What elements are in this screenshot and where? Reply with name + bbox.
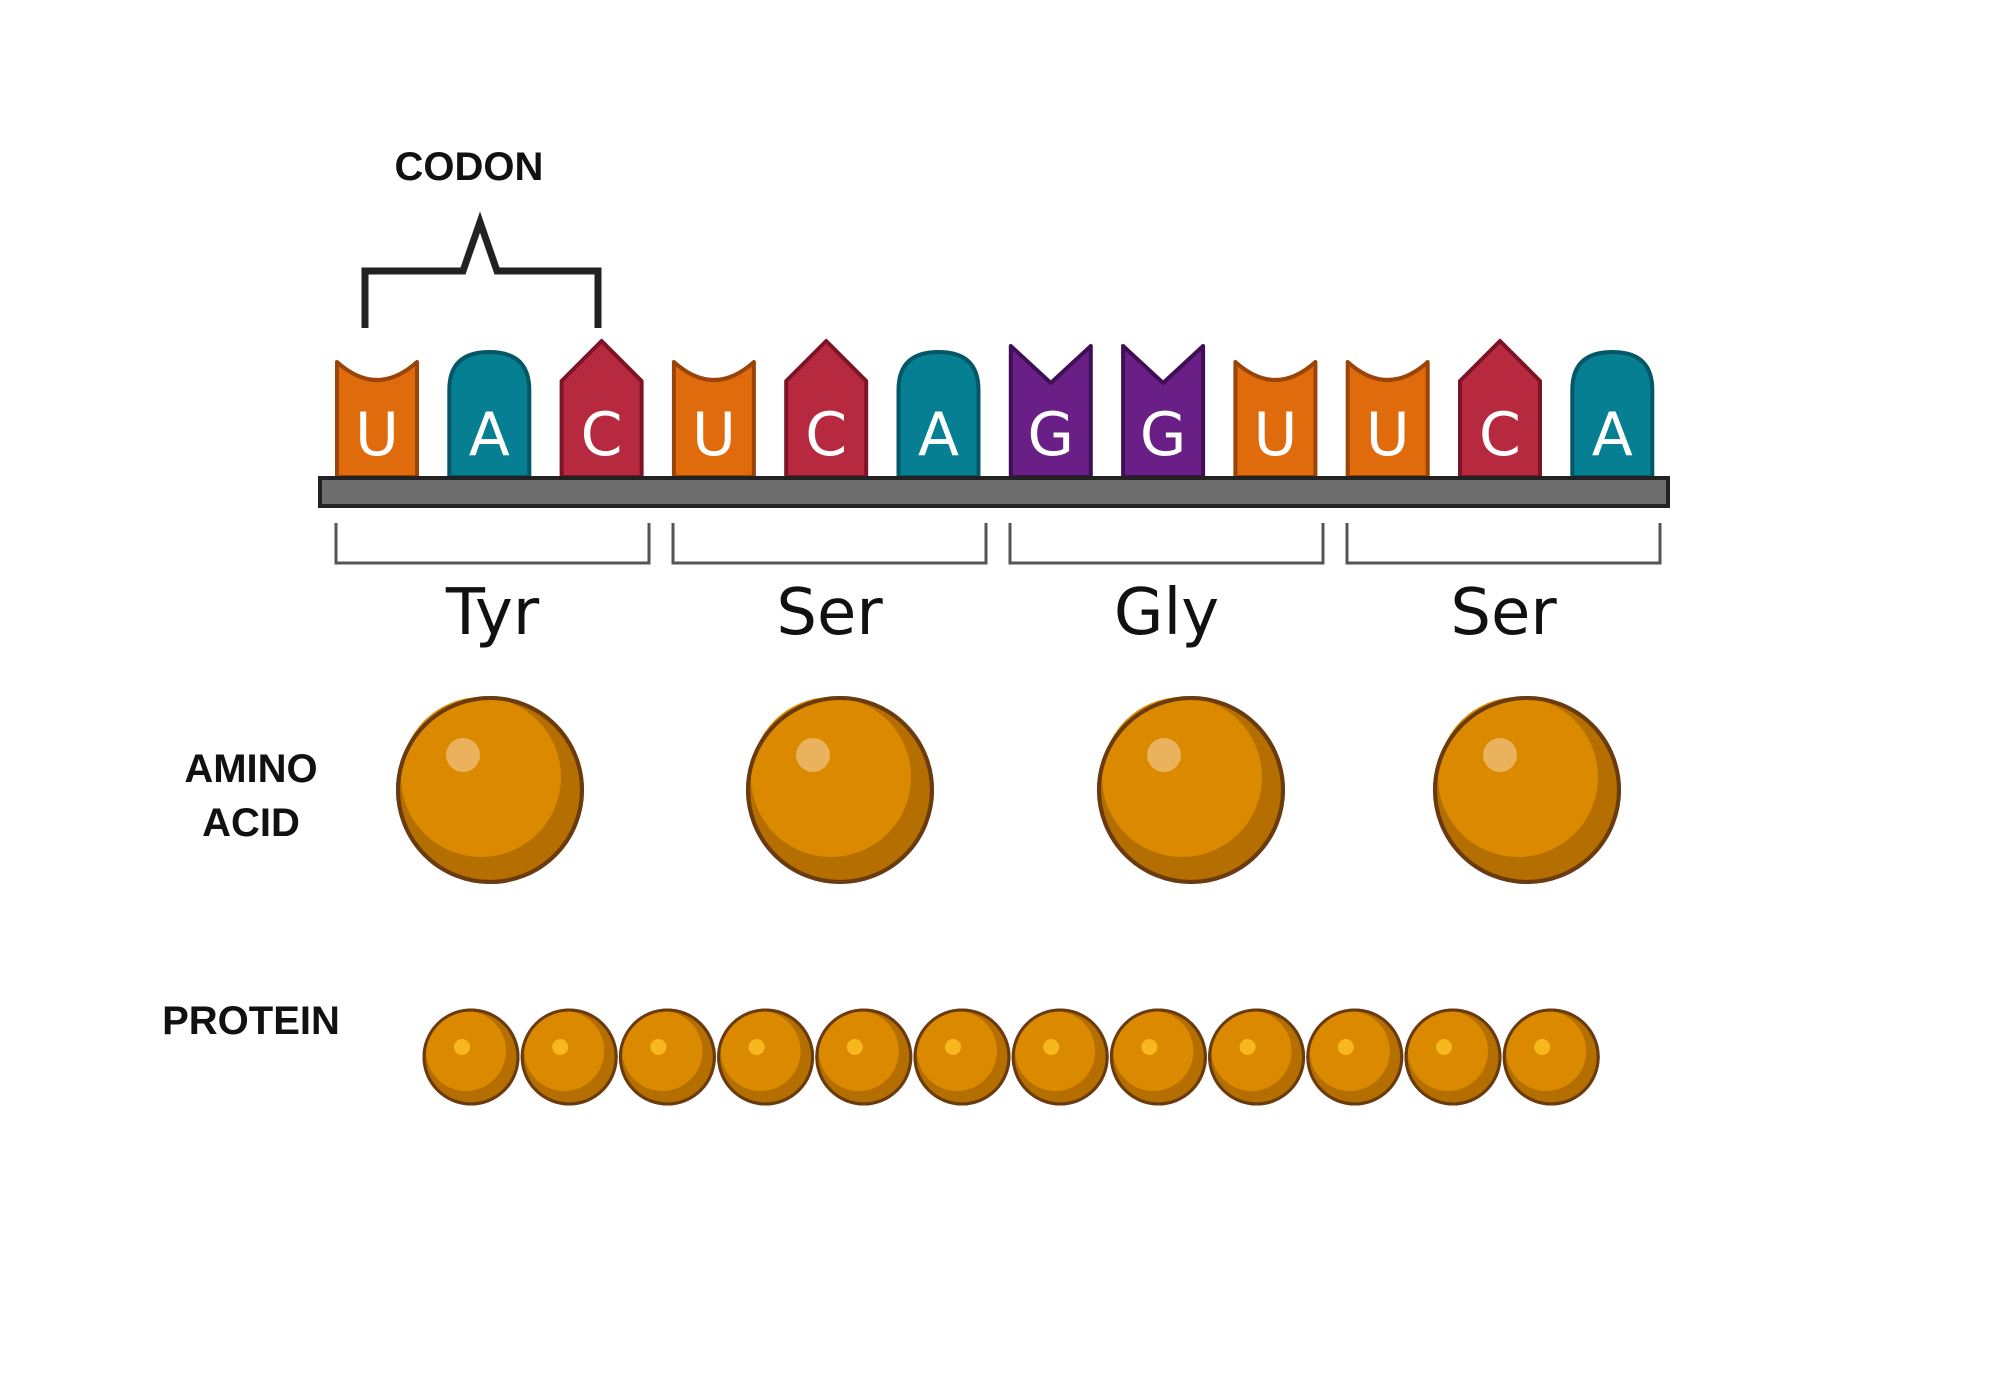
nucleotide-C-3: C — [559, 339, 644, 479]
nucleotide-letter: U — [1253, 400, 1297, 470]
nucleotide-G-8: G — [1121, 344, 1206, 479]
protein-bead-12 — [1502, 1008, 1600, 1106]
nucleotide-A-6: A — [896, 350, 981, 479]
nucleotide-letter: G — [1028, 400, 1075, 470]
protein-bead-10 — [1306, 1008, 1404, 1106]
protein-bead-11 — [1404, 1008, 1502, 1106]
nucleotide-A-12: A — [1570, 350, 1655, 479]
nucleotide-U-9: U — [1233, 360, 1318, 479]
nucleotide-letter: U — [692, 400, 736, 470]
nucleotide-C-5: C — [784, 339, 869, 479]
protein-chain — [422, 1008, 1600, 1106]
amino-acid-name: Tyr — [445, 576, 540, 650]
amino-acid-sphere-1 — [396, 696, 584, 884]
codon-bracket — [361, 211, 602, 328]
nucleotide-letter: A — [918, 400, 959, 470]
nucleotide-letter: U — [1366, 400, 1410, 470]
protein-bead-7 — [1011, 1008, 1109, 1106]
mrna-backbone — [318, 476, 1670, 508]
nucleotide-shape — [1570, 350, 1655, 479]
amino-acid-sphere-3 — [1097, 696, 1285, 884]
amino-acid-sphere-2 — [746, 696, 934, 884]
codon-bracket-4 — [1345, 523, 1662, 565]
protein-bead-9 — [1208, 1008, 1306, 1106]
nucleotide-letter: C — [1479, 400, 1521, 470]
amino-acid-name: Ser — [776, 576, 883, 650]
amino-acid-label-line2: ACID — [202, 801, 300, 845]
nucleotide-U-10: U — [1345, 360, 1430, 479]
codon-4: Ser — [1345, 523, 1662, 884]
amino-acid-name: Gly — [1114, 576, 1219, 650]
nucleotide-letter: C — [805, 400, 847, 470]
nucleotide-letter: A — [469, 400, 510, 470]
codon-bracket-1 — [334, 523, 651, 565]
nucleotide-shape — [896, 350, 981, 479]
nucleotide-A-2: A — [447, 350, 532, 479]
codon-label: CODON — [395, 145, 544, 189]
codon-bracket-2 — [671, 523, 988, 565]
protein-bead-2 — [520, 1008, 618, 1106]
protein-bead-5 — [815, 1008, 913, 1106]
nucleotide-letter: C — [581, 400, 623, 470]
nucleotide-U-1: U — [335, 360, 419, 479]
codon-3: Gly — [1008, 523, 1325, 884]
nucleotide-G-7: G — [1008, 344, 1093, 479]
nucleotide-letter: G — [1140, 400, 1187, 470]
protein-bead-1 — [422, 1008, 520, 1106]
nucleotide-shape — [1233, 360, 1318, 479]
codon-bracket-3 — [1008, 523, 1325, 565]
amino-acid-sphere-4 — [1433, 696, 1621, 884]
nucleotide-shape — [447, 350, 532, 479]
nucleotide-shape — [335, 360, 419, 479]
codon-2: Ser — [671, 523, 988, 884]
codon-1: Tyr — [334, 523, 651, 884]
protein-bead-4 — [717, 1008, 815, 1106]
protein-bead-8 — [1109, 1008, 1207, 1106]
nucleotide-shape — [1345, 360, 1430, 479]
amino-acid-name: Ser — [1450, 576, 1557, 650]
protein-bead-6 — [913, 1008, 1011, 1106]
protein-label: PROTEIN — [162, 999, 340, 1043]
amino-acid-label-line1: AMINO — [184, 747, 317, 791]
nucleotide-C-11: C — [1458, 339, 1542, 479]
codon-groups: Tyr Ser Gly Ser — [334, 523, 1662, 884]
nucleotide-letter: A — [1592, 400, 1633, 470]
nucleotide-shape — [671, 360, 756, 479]
nucleotide-letter: U — [355, 400, 399, 470]
protein-bead-3 — [618, 1008, 716, 1106]
nucleotide-U-4: U — [671, 360, 756, 479]
